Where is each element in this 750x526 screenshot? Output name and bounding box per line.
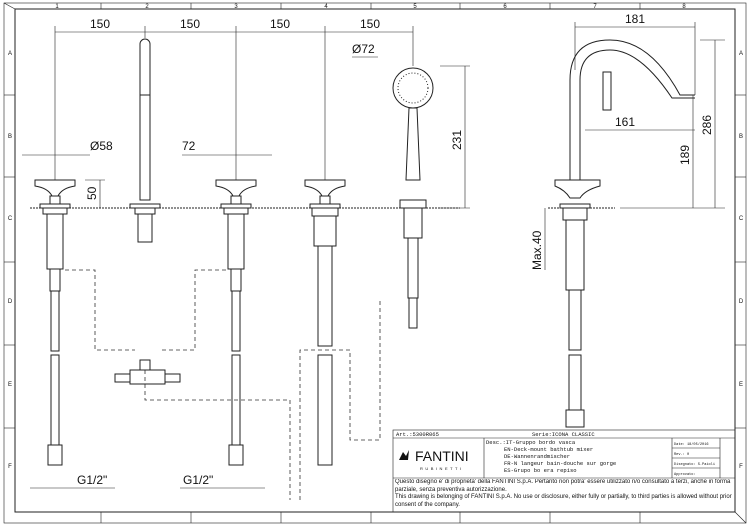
side-view-dimensions: 181 161 286 189 Max.40 xyxy=(530,12,725,270)
svg-text:C: C xyxy=(739,216,744,222)
brand-sub: RUBINETTI xyxy=(420,466,464,471)
zone-col-7: 7 xyxy=(593,4,597,10)
zone-col-5: 5 xyxy=(413,4,417,10)
svg-text:F: F xyxy=(739,464,743,470)
brand-logo: FANTINI xyxy=(415,448,469,464)
svg-text:B: B xyxy=(739,134,743,140)
zone-row-d: D xyxy=(8,299,13,305)
zone-col-6: 6 xyxy=(503,4,507,10)
lion-logo-icon xyxy=(399,450,409,460)
article-number: Art.:5300R065 xyxy=(396,431,439,438)
ownership-notice: Questo disegno e' di proprieta' della FA… xyxy=(395,479,733,509)
desc-fr: FR-N langeur bain-douche sur gorge xyxy=(504,460,616,467)
valve-right xyxy=(215,179,257,466)
dim-150-3: 150 xyxy=(270,17,290,31)
dim-286: 286 xyxy=(700,115,714,135)
dim-diameter-72: Ø72 xyxy=(352,42,375,56)
desc-es: ES-Grupo bo era repiso xyxy=(504,467,577,474)
connection-dimensions: G1/2" G1/2" xyxy=(30,473,265,489)
dim-181: 181 xyxy=(625,12,645,26)
dim-72: 72 xyxy=(182,139,196,153)
zone-row-f: F xyxy=(8,464,12,470)
svg-text:A: A xyxy=(739,51,743,57)
zone-col-1: 1 xyxy=(55,4,59,10)
zone-col-3: 3 xyxy=(234,4,238,10)
revision: Rev.: 0 xyxy=(674,453,689,457)
svg-text:D: D xyxy=(739,299,744,305)
approved-by: Approvato: xyxy=(674,472,696,477)
spacing-dimension: 150 150 150 150 xyxy=(54,17,414,180)
dim-150-2: 150 xyxy=(180,17,200,31)
dim-150-1: 150 xyxy=(90,17,110,31)
title-block: Art.:5300R065 Serie:ICONA CLASSIC FANTIN… xyxy=(392,429,736,513)
handle-dimensions: Ø58 72 50 Ø72 231 xyxy=(22,42,470,209)
hose-connections xyxy=(65,269,381,500)
desc-en: EN-Deck-mount bathtub mixer xyxy=(504,446,593,453)
zone-row-e: E xyxy=(8,382,12,388)
notice-it: Questo disegno e' di proprieta' della FA… xyxy=(395,479,731,493)
dim-231: 231 xyxy=(450,130,464,150)
drawn-by: Disegnato: S.Paioli xyxy=(674,462,715,467)
notice-en: This drawing is belonging of FANTINI S.p… xyxy=(395,494,732,508)
diverter xyxy=(304,179,346,466)
desc-de: DE-Wannenrandmischer xyxy=(504,453,570,460)
dim-150-4: 150 xyxy=(360,17,380,31)
dim-g12-right: G1/2" xyxy=(183,473,213,487)
dim-max-40: Max.40 xyxy=(530,230,544,270)
dim-189: 189 xyxy=(678,145,692,165)
zone-col-2: 2 xyxy=(145,4,149,10)
date: Date: 18/05/2016 xyxy=(674,442,709,447)
zone-row-b: B xyxy=(8,134,12,140)
drawing-frame: 1 2 3 4 5 6 7 8 A B C D E F A B C D E F xyxy=(3,2,747,524)
zone-row-c: C xyxy=(8,216,13,222)
zone-col-8: 8 xyxy=(682,4,686,10)
series-name: Serie:ICONA CLASSIC xyxy=(532,431,595,438)
zone-col-4: 4 xyxy=(324,4,328,10)
handshower xyxy=(392,67,434,329)
zone-row-a: A xyxy=(8,51,12,57)
dim-g12-left: G1/2" xyxy=(77,473,107,487)
dim-161: 161 xyxy=(615,115,635,129)
valve-left xyxy=(34,179,76,466)
spout xyxy=(129,38,161,243)
dim-diameter-58: Ø58 xyxy=(90,139,113,153)
desc-it: Desc.:IT-Gruppo bordo vasca xyxy=(486,439,576,446)
dim-50: 50 xyxy=(85,186,99,200)
side-view-spout xyxy=(554,39,695,428)
svg-text:E: E xyxy=(739,382,743,388)
